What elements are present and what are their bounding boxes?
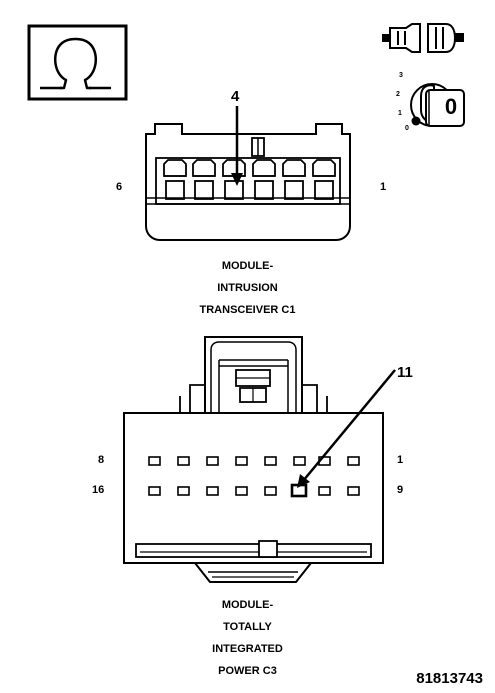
c3-caption-line-1: MODULE- xyxy=(221,599,274,611)
c1-pin-right-label: 1 xyxy=(380,181,387,193)
c3-row2-left-label: 16 xyxy=(92,484,105,496)
ohm-symbol-icon xyxy=(27,24,128,101)
c3-caption-line-3: INTEGRATED xyxy=(212,643,283,655)
c1-cavities xyxy=(163,159,336,200)
c1-callout-pin-number: 4 xyxy=(231,88,240,105)
connector-c1 xyxy=(145,106,351,241)
c3-row2-right-label: 9 xyxy=(397,484,404,496)
connector-unplug-icon xyxy=(382,23,464,53)
c3-callout-arrow xyxy=(302,369,396,482)
c3-row1-left-label: 8 xyxy=(98,454,105,466)
ignition-key-icon: 0 xyxy=(410,83,465,127)
c3-caption-line-2: TOTALLY xyxy=(223,621,272,633)
c3-row2-cavities xyxy=(148,483,360,498)
connector-c3 xyxy=(123,336,396,583)
c1-caption-line-3: TRANSCEIVER C1 xyxy=(199,304,296,316)
c3-caption-line-4: POWER C3 xyxy=(218,665,277,677)
c3-row1-cavities xyxy=(148,456,360,466)
c1-caption-line-2: INTRUSION xyxy=(217,282,278,294)
c1-pin-left-label: 6 xyxy=(116,181,123,193)
ignition-key-label: 0 xyxy=(445,94,457,119)
ignition-position-2: 2 xyxy=(396,91,400,98)
figure-number: 81813743 xyxy=(416,670,483,687)
c3-row1-right-label: 1 xyxy=(397,454,404,466)
c1-caption-line-1: MODULE- xyxy=(221,260,274,272)
ignition-position-0: 0 xyxy=(405,125,409,132)
ignition-position-3: 3 xyxy=(399,72,403,79)
c3-callout-pin-number: 11 xyxy=(397,364,413,381)
ignition-position-1: 1 xyxy=(398,110,402,117)
